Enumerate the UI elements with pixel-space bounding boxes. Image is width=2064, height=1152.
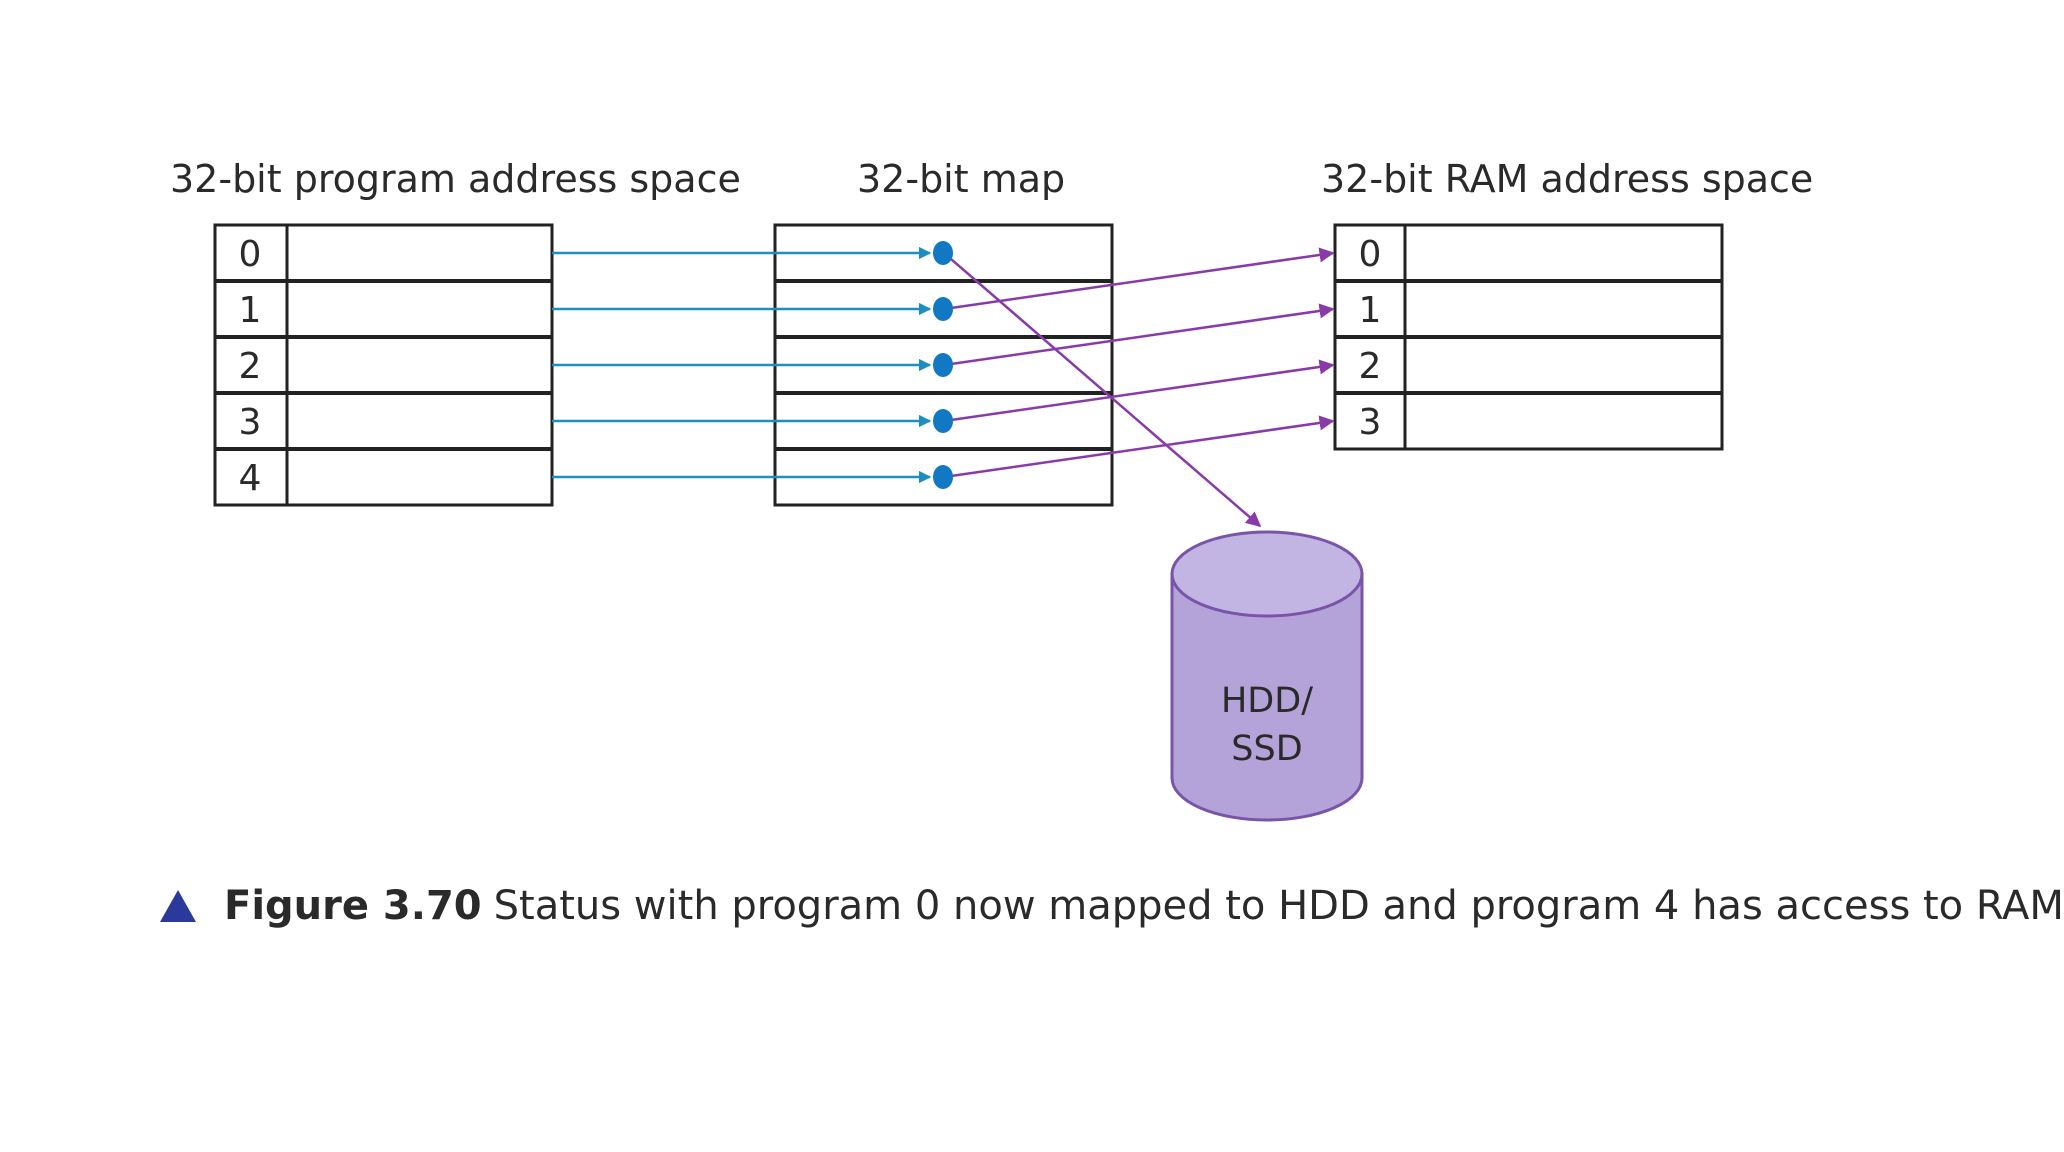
map-to-ram-arrow [943,247,1335,311]
map-to-target-arrows [943,247,1335,527]
map-title: 32-bit map [857,157,1065,201]
program-cell-label: 0 [239,234,262,275]
disk-label-line1: HDD/ [1221,681,1313,721]
figure-caption: Figure 3.70 Status with program 0 now ma… [160,876,2064,936]
program-space-title: 32-bit program address space [170,157,741,201]
program-address-space-table: 0 1 2 3 4 [213,223,554,507]
map-entry-dot [933,409,953,433]
triangle-marker-icon [160,890,196,922]
map-to-ram-arrow [943,359,1335,423]
program-cell-label: 4 [239,458,262,499]
map-entry-dot [933,465,953,489]
program-cell-label: 1 [239,290,262,331]
figure-number: Figure 3.70 [224,883,482,929]
map-to-ram-arrow [943,415,1335,479]
ram-address-space-table: 0 1 2 3 [1333,223,1724,451]
figure-caption-text: Status with program 0 now mapped to HDD … [493,883,2064,929]
ram-cell-label: 1 [1359,290,1382,331]
program-cell-label: 3 [239,402,262,443]
map-entry-dot [933,241,953,265]
ram-space-title: 32-bit RAM address space [1321,157,1813,201]
disk-label-line2: SSD [1231,729,1302,769]
map-to-ram-arrow [943,303,1335,367]
ram-cell-label: 2 [1359,346,1382,387]
map-entry-dot [933,353,953,377]
map-entry-dots [933,241,953,489]
ram-cell-label: 0 [1359,234,1382,275]
map-entry-dot [933,297,953,321]
map-to-disk-arrow [943,252,1262,527]
ram-cell-label: 3 [1359,402,1382,443]
hdd-ssd-disk-icon: HDD/ SSD [1170,530,1364,822]
program-to-map-arrows [552,246,932,484]
program-cell-label: 2 [239,346,262,387]
